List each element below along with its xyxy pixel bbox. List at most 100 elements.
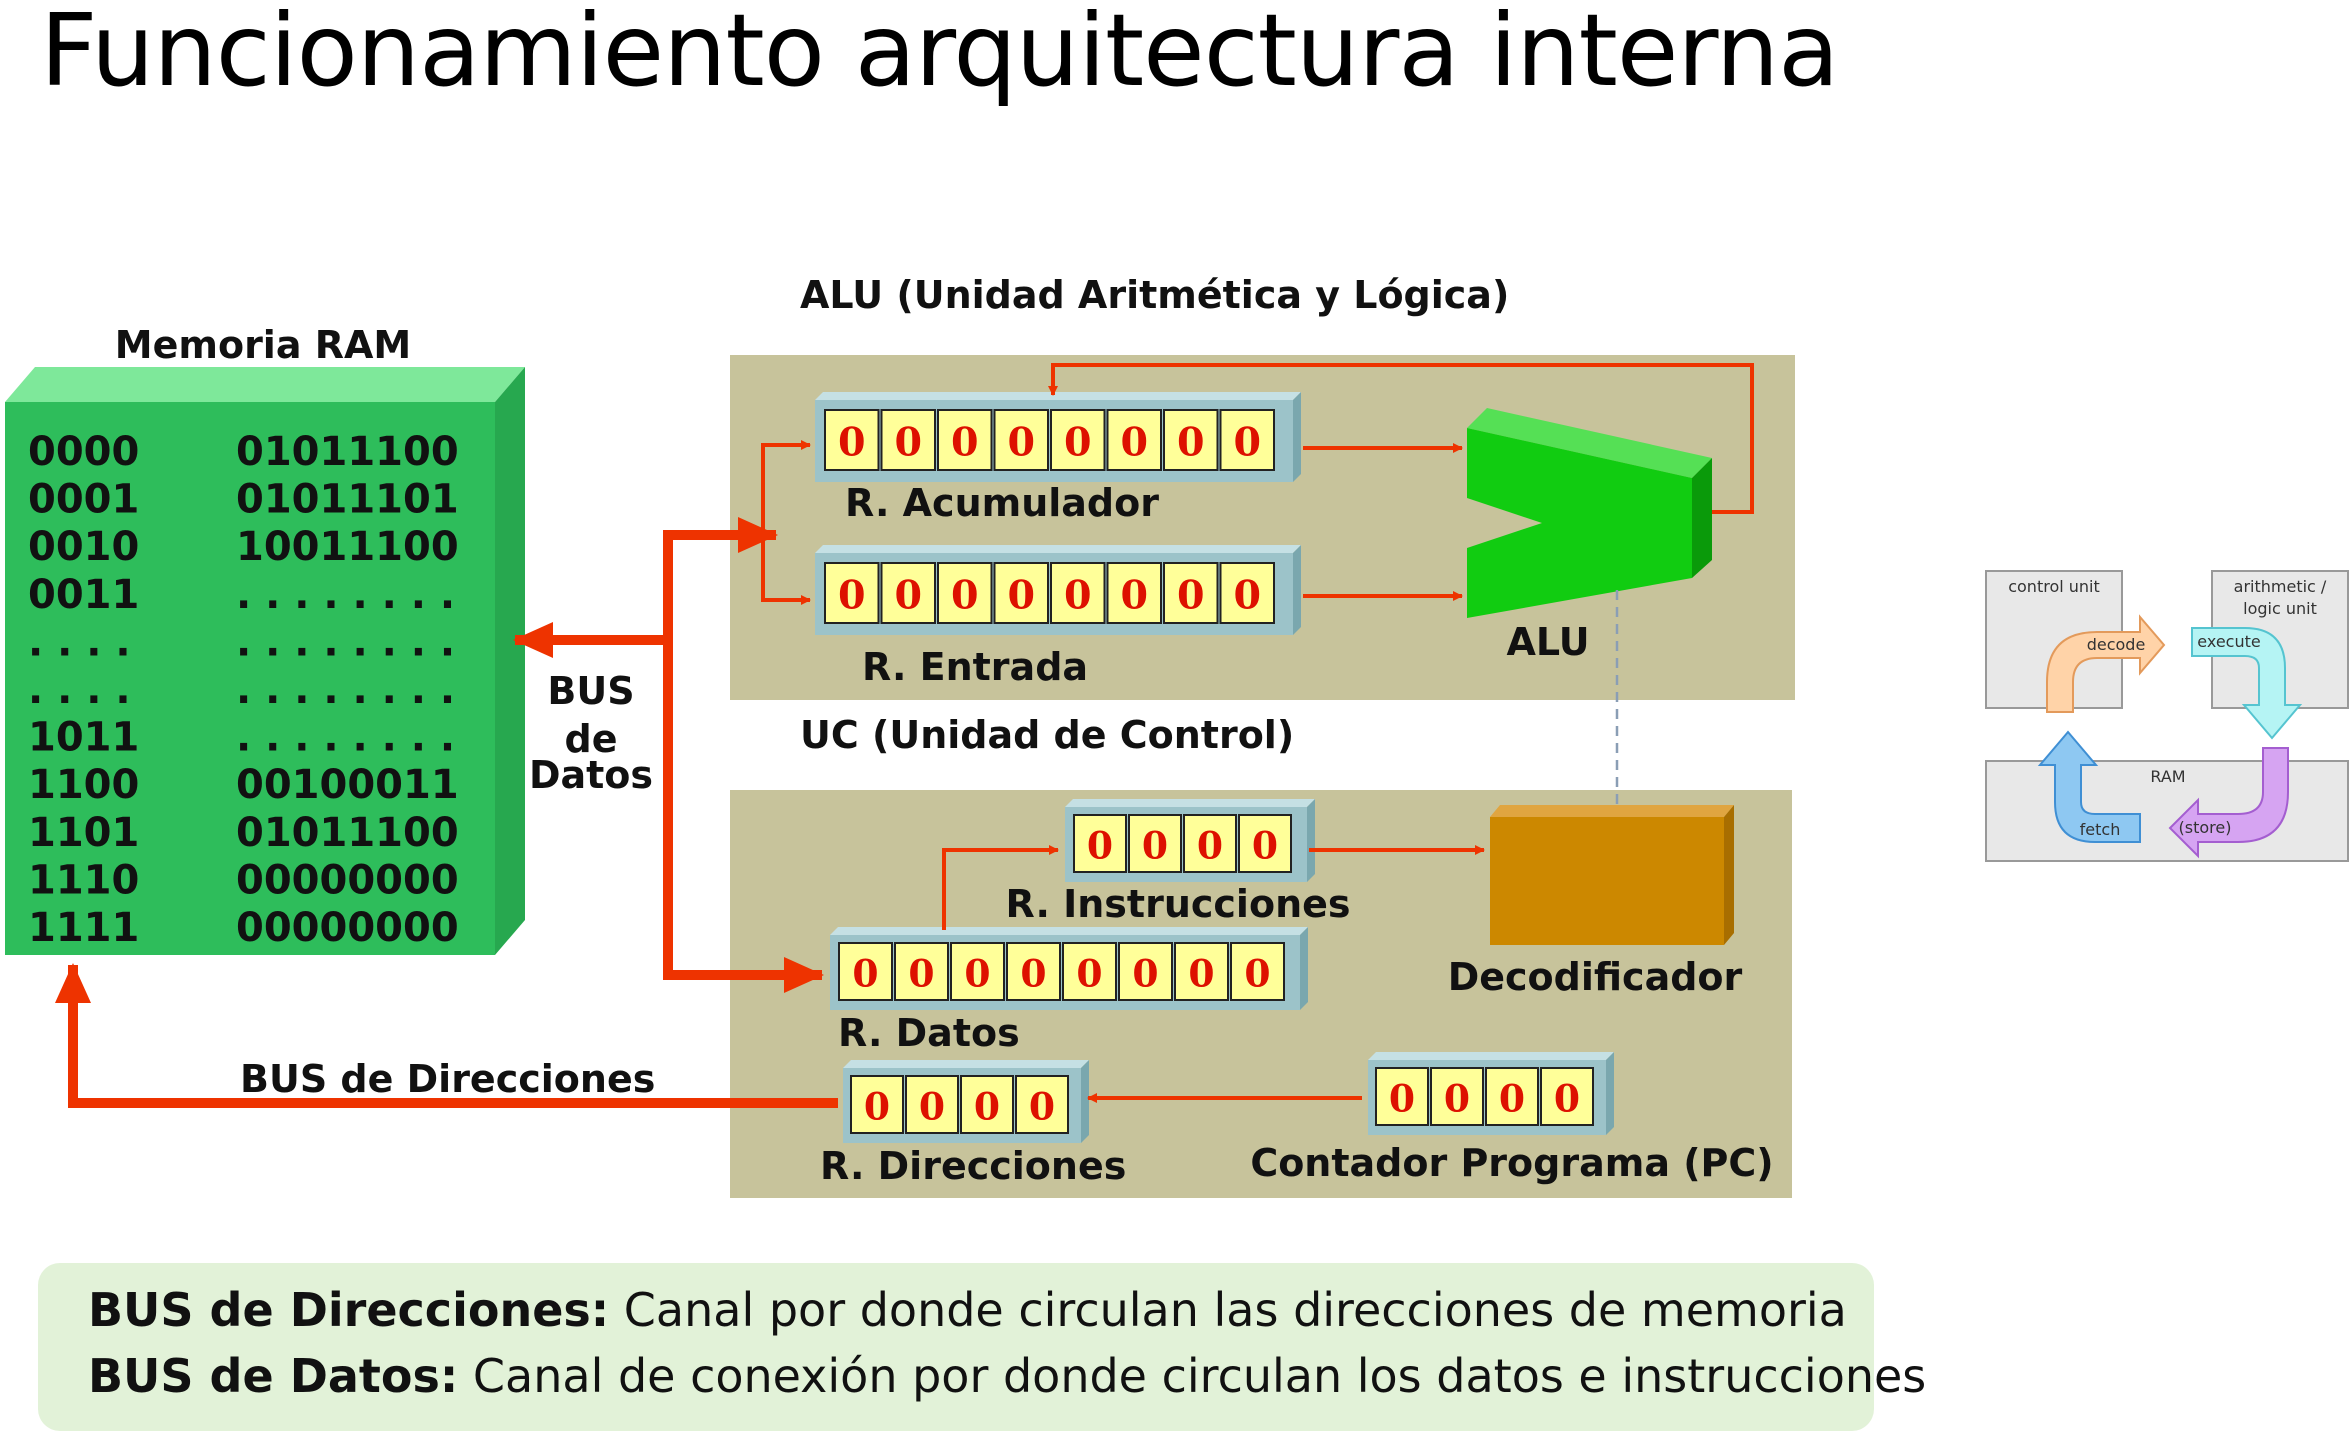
ram-address: 1111	[28, 905, 139, 951]
ram-value: 00000000	[236, 905, 459, 951]
register-bit-cell	[894, 942, 949, 1001]
register-bit-cell	[1183, 814, 1237, 873]
register-bit-cell	[1106, 409, 1162, 471]
alu-side-face	[1692, 458, 1712, 578]
register-bit-cell	[1163, 562, 1219, 624]
register-bit: 0	[1444, 1076, 1470, 1120]
ram-value: 10011100	[236, 524, 459, 570]
register-bit-cell	[838, 942, 893, 1001]
note-bus-direcciones: BUS de Direcciones: Canal por donde circ…	[88, 1283, 1847, 1337]
ram-address: 1110	[28, 857, 139, 903]
ram-address: 0000	[28, 429, 139, 475]
register-datos-label: R. Datos	[838, 1011, 1020, 1055]
register-bit: 0	[1064, 420, 1092, 466]
register-bit: 0	[894, 420, 922, 466]
cycle-store-arrow	[2168, 747, 2289, 859]
register-bit-cell	[1062, 942, 1117, 1001]
register-pc-label: Contador Programa (PC)	[1250, 1141, 1773, 1185]
ram-value: 01011100	[236, 810, 459, 856]
register-bit: 0	[1029, 1084, 1055, 1128]
register-direcciones-label: R. Direcciones	[820, 1144, 1126, 1188]
register-bit-cell	[1050, 409, 1106, 471]
cycle-alu-label-line2: logic unit	[2243, 599, 2317, 618]
arrow-datos-to-instrucciones	[942, 845, 1059, 930]
register-bit-cell	[1219, 409, 1275, 471]
register-bit: 0	[1120, 573, 1148, 619]
definitions-note: BUS de Direcciones: Canal por donde circ…	[38, 1263, 1926, 1431]
cycle-fetch-arrow	[2037, 730, 2141, 843]
register-bit-cell	[950, 942, 1005, 1001]
register-bit: 0	[919, 1084, 945, 1128]
register-bit-cell	[1106, 562, 1162, 624]
cycle-fetch-label: fetch	[2080, 820, 2121, 839]
register-bit-cell	[1540, 1067, 1594, 1126]
register-bit: 0	[838, 573, 866, 619]
ram-address: 1100	[28, 762, 139, 808]
register-bit: 0	[908, 951, 934, 995]
register-bit-cell	[1430, 1067, 1484, 1126]
register-bit: 0	[1554, 1076, 1580, 1120]
register-bit-cell	[1375, 1067, 1429, 1126]
bus-direcciones-label: BUS de Direcciones	[240, 1057, 655, 1101]
register-bit: 0	[1120, 420, 1148, 466]
register-bit: 0	[1064, 573, 1092, 619]
decodificador-front-face	[1490, 817, 1724, 945]
register-bit-cell	[880, 562, 936, 624]
bus-datos	[513, 517, 824, 993]
register-bit-cell	[1219, 562, 1275, 624]
ram-value: 00100011	[236, 762, 459, 808]
ram-address: 1011	[28, 715, 139, 761]
register-bit-cell	[1163, 409, 1219, 471]
register-bit-cell	[937, 562, 993, 624]
register-bit: 0	[1177, 573, 1205, 619]
decodificador-top-face	[1490, 805, 1734, 817]
register-bit-cell	[1485, 1067, 1539, 1126]
note-term: BUS de Datos:	[88, 1349, 459, 1403]
register-bit-cell	[1238, 814, 1292, 873]
decodificador-label: Decodificador	[1448, 955, 1743, 999]
register-bit: 0	[864, 1084, 890, 1128]
ram-front-face	[5, 402, 495, 955]
note-term: BUS de Direcciones:	[88, 1283, 610, 1337]
cycle-execute-label: execute	[2197, 632, 2260, 651]
arrow-bus-to-entrada	[761, 535, 811, 605]
ram-address: . . . .	[28, 667, 131, 713]
register-bit: 0	[1177, 420, 1205, 466]
alu-front-face	[1467, 428, 1692, 618]
register-bit-cell	[1073, 814, 1127, 873]
ram-value: . . . . . . . .	[236, 619, 455, 665]
ram-value: . . . . . . . .	[236, 715, 455, 761]
register-bit: 0	[1007, 573, 1035, 619]
ram-side-face	[495, 367, 525, 955]
bus-datos-to-datos	[663, 640, 824, 993]
register-bit: 0	[1233, 420, 1261, 466]
bus-datos-label: BUS de Datos	[529, 669, 653, 797]
register-bit: 0	[1197, 823, 1223, 867]
page-title: Funcionamiento arquitectura interna	[40, 0, 1839, 109]
register-bit: 0	[1076, 951, 1102, 995]
bus-datos-trunk	[663, 517, 778, 640]
arrow-alu-feedback	[1048, 363, 1754, 514]
svg-text:de: de	[565, 717, 618, 761]
register-bit: 0	[964, 951, 990, 995]
alu-unit: ALU	[1467, 408, 1712, 664]
register-bit: 0	[1007, 420, 1035, 466]
register-bit-cell	[1118, 942, 1173, 1001]
register-bit: 0	[1087, 823, 1113, 867]
ram-top-face	[5, 367, 525, 402]
ram-value: 00000000	[236, 857, 459, 903]
register-bit: 0	[894, 573, 922, 619]
register-bit: 0	[852, 951, 878, 995]
register-bit-cell	[850, 1075, 904, 1134]
register-bit: 0	[974, 1084, 1000, 1128]
register-bit-cell	[1006, 942, 1061, 1001]
register-bit: 0	[1132, 951, 1158, 995]
ram-value: . . . . . . . .	[236, 667, 455, 713]
ram-address: 0011	[28, 572, 139, 618]
